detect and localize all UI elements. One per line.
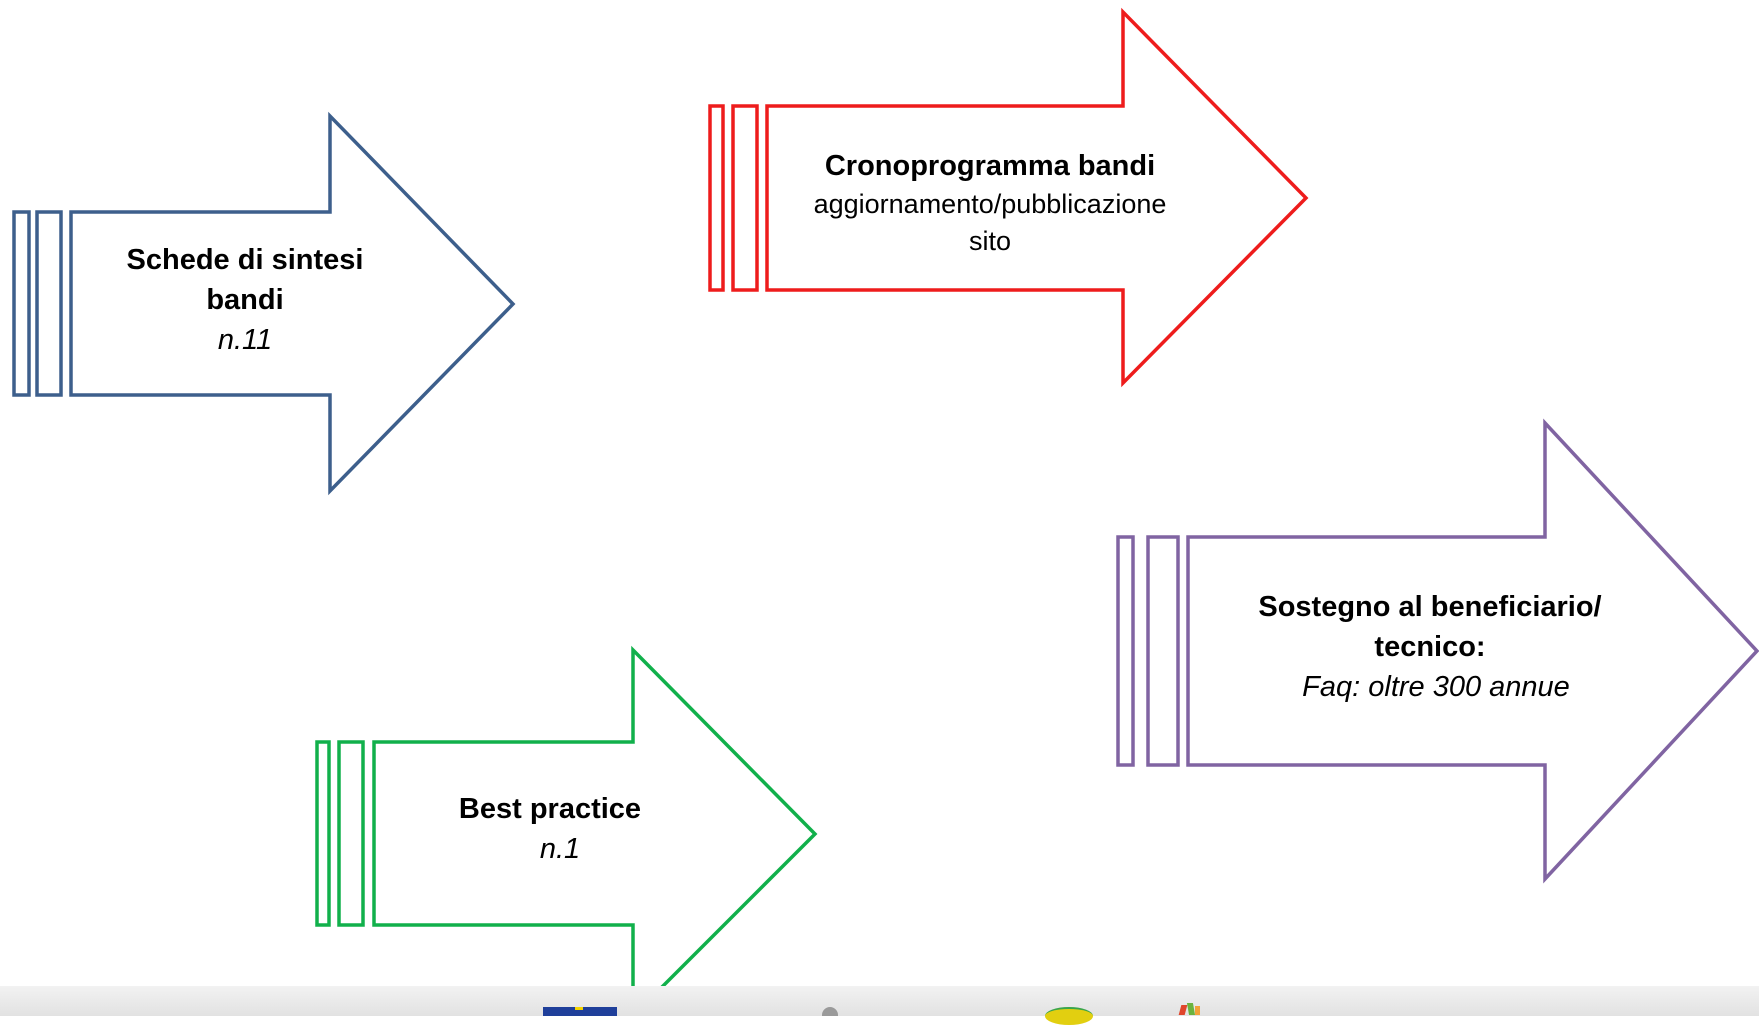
arrow-best-stripe-1 <box>315 740 331 927</box>
label-schede-title: Schede di sintesi bandi <box>126 244 364 317</box>
arrow-schede-stripe-2 <box>35 210 63 397</box>
arrow-sostegno-stripe-2 <box>1146 535 1180 767</box>
label-sostegno: Sostegno al beneficiario/ tecnico: Faq: … <box>1215 587 1645 707</box>
arrow-best-stripe-2 <box>337 740 365 927</box>
arrow-crono <box>708 7 1309 388</box>
eu-flag-logo <box>543 1007 617 1016</box>
label-schede-detail: n.11 <box>217 324 273 357</box>
arrow-crono-stripe-2 <box>731 104 759 292</box>
label-crono: Cronoprogramma bandi aggiornamento/pubbl… <box>780 146 1200 261</box>
arrow-schede-body <box>69 111 516 496</box>
psr-leaf-green-icon <box>1186 1003 1196 1015</box>
label-schede: Schede di sintesi bandi n.11 <box>95 240 395 360</box>
label-best-title: Best practice <box>458 793 642 825</box>
arrow-best-body <box>372 645 818 1016</box>
psr-leaf-orange-icon <box>1195 1006 1200 1015</box>
psr-logo <box>1178 1003 1202 1016</box>
republic-emblem-logo <box>822 1007 838 1016</box>
arrow-crono-body <box>765 7 1309 388</box>
label-sostegno-detail: Faq: oltre 300 annue <box>1302 671 1570 704</box>
arrow-best <box>315 645 818 1016</box>
arrow-sostegno-stripe-1 <box>1116 535 1135 767</box>
footer-bar <box>0 986 1759 1016</box>
label-best: Best practice n.1 <box>390 789 710 869</box>
region-logo <box>1045 1007 1093 1025</box>
label-crono-title: Cronoprogramma bandi <box>824 150 1156 182</box>
arrow-crono-stripe-1 <box>708 104 725 292</box>
arrow-schede-stripe-1 <box>12 210 31 397</box>
eu-star-icon <box>575 1007 583 1010</box>
arrow-sostegno <box>1116 418 1759 884</box>
label-sostegno-title: Sostegno al beneficiario/ tecnico: <box>1258 591 1602 664</box>
label-crono-detail: aggiornamento/pubblicazione sito <box>813 189 1167 257</box>
psr-leaf-red-icon <box>1178 1005 1188 1015</box>
arrow-schede <box>12 111 516 496</box>
label-best-detail: n.1 <box>539 833 581 866</box>
arrow-sostegno-body <box>1186 418 1759 884</box>
